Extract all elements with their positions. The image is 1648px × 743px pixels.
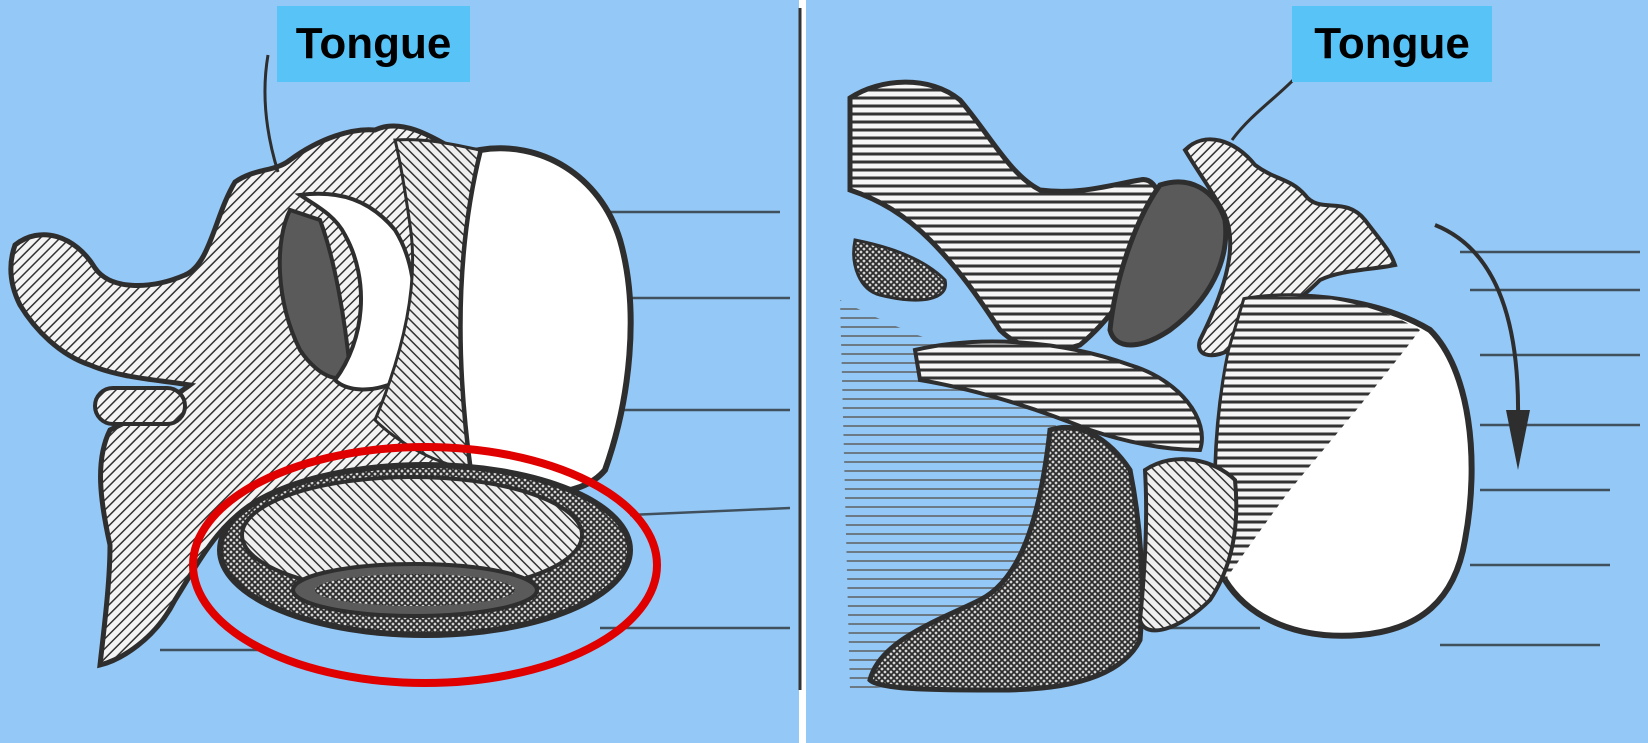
tongue-label-left: Tongue [277,6,470,82]
tongue-label-right: Tongue [1292,6,1492,82]
